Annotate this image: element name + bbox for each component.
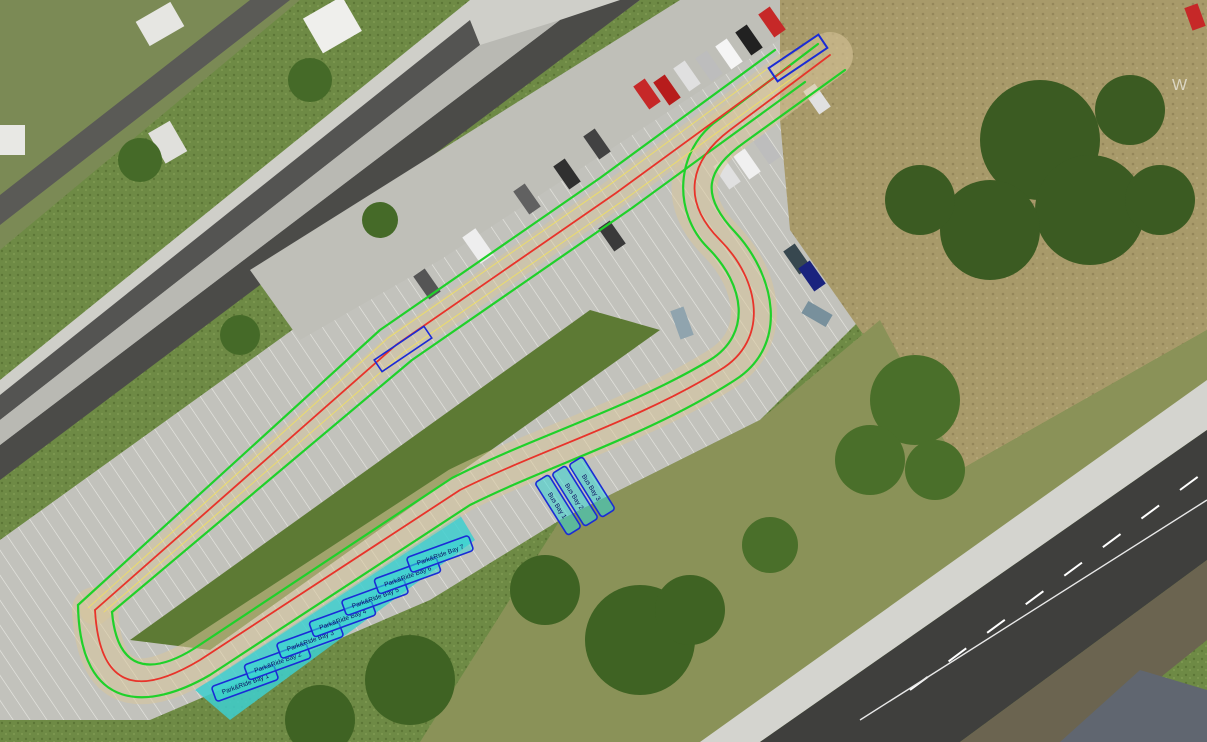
path-centerline [94,54,831,683]
house-roof [302,0,362,54]
highway-landscaped-median [960,560,1207,742]
parked-cars [413,3,1206,340]
vehicle-marker[interactable] [767,33,829,83]
bay-outline [406,535,474,573]
path-outer-boundary [76,68,847,699]
path-guide-line [103,73,799,613]
tree-cluster [742,355,965,573]
vehicle-marker[interactable] [373,325,433,373]
house-roof [135,1,185,47]
residential-lawn-area [0,0,300,250]
bay-outline [535,474,581,536]
planned-vehicle-path[interactable] [72,32,853,705]
highway-shoulder [700,380,1207,742]
lot-planting-strip [130,310,660,650]
lane-marking [909,469,1207,691]
residential-street [0,0,290,225]
house-roof [0,125,25,155]
angled-bus-bay-2[interactable]: Bus Bay 2 [552,465,598,527]
house-roof [148,120,188,164]
lane-marking [859,499,1207,721]
tree-cluster [885,75,1195,280]
path-inner-boundary [110,42,820,666]
upper-road [0,20,480,420]
path-outer-boundary [76,48,777,607]
path-centerline [94,65,791,611]
highway[interactable] [760,430,1207,742]
bay-outline [552,465,598,527]
angled-bus-bay-3[interactable]: Bus Bay 3 [569,456,615,518]
bay-outline [569,456,615,518]
path-inner-boundary [110,80,807,614]
tree-cluster [118,58,398,355]
building-roof [1060,670,1207,742]
median-strip [0,20,560,445]
corner-letter: W [1172,77,1188,94]
path-guide-line [87,57,783,609]
tree-cluster [285,555,725,742]
